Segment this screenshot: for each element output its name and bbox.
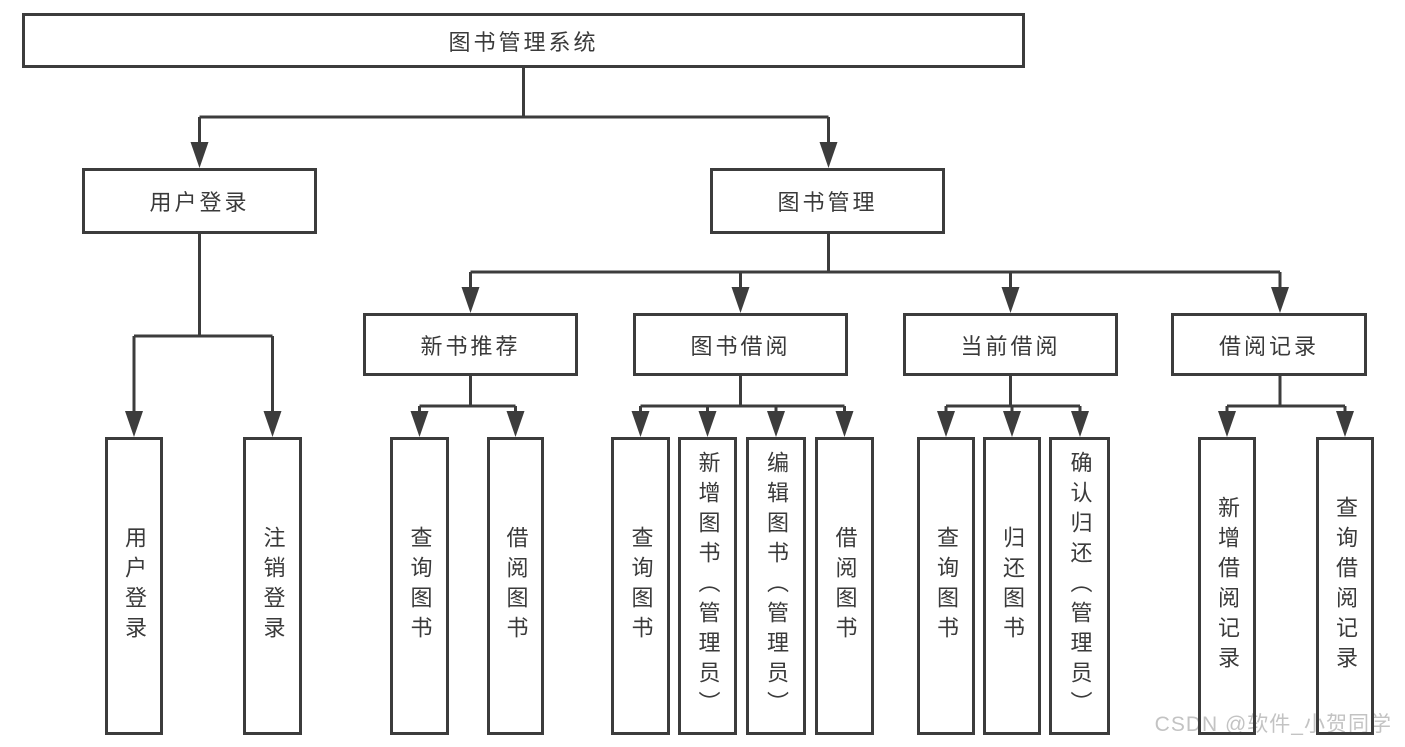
leaf-cb-query-books: 查询图书 — [917, 437, 975, 735]
node-library-system: 图书管理系统 — [22, 13, 1025, 68]
node-current-borrow: 当前借阅 — [903, 313, 1118, 376]
watermark: CSDN @软件_小贺同学 — [1154, 713, 1392, 736]
leaf-user-login: 用户登录 — [105, 437, 163, 735]
leaf-br-add-record: 新增借阅记录 — [1198, 437, 1256, 735]
leaf-nbr-query-books-label: 查询图书 — [407, 526, 433, 646]
leaf-cb-confirm-return-admin: 确认归还（管理员） — [1049, 437, 1110, 735]
connector-book-management-to-level3 — [461, 234, 1289, 313]
connector-root-to-level2 — [190, 68, 838, 168]
leaf-cb-return-books-label: 归还图书 — [1000, 526, 1025, 646]
leaf-br-add-record-label: 新增借阅记录 — [1215, 496, 1240, 676]
node-new-book-recommend: 新书推荐 — [363, 313, 578, 376]
leaf-cb-confirm-return-admin-label: 确认归还（管理员） — [1067, 451, 1093, 721]
connector-new-book-recommend-to-leaves — [410, 376, 525, 437]
node-book-borrow: 图书借阅 — [633, 313, 848, 376]
connector-book-borrow-to-leaves — [631, 376, 854, 437]
connector-borrow-records-to-leaves — [1218, 376, 1354, 437]
leaf-nbr-borrow-books-label: 借阅图书 — [503, 526, 529, 646]
leaf-logout: 注销登录 — [243, 437, 302, 735]
leaf-br-query-record-label: 查询借阅记录 — [1333, 496, 1358, 676]
leaf-bb-borrow-books: 借阅图书 — [815, 437, 874, 735]
leaf-logout-label: 注销登录 — [260, 526, 286, 646]
connector-current-borrow-to-leaves — [937, 376, 1089, 437]
leaf-br-query-record: 查询借阅记录 — [1316, 437, 1374, 735]
leaf-nbr-borrow-books: 借阅图书 — [487, 437, 544, 735]
leaf-bb-edit-books-admin: 编辑图书（管理员） — [746, 437, 806, 735]
leaf-bb-edit-books-admin-label: 编辑图书（管理员） — [764, 451, 789, 721]
leaf-cb-return-books: 归还图书 — [983, 437, 1041, 735]
leaf-bb-query-books: 查询图书 — [611, 437, 670, 735]
node-book-management: 图书管理 — [710, 168, 945, 234]
node-user-login: 用户登录 — [82, 168, 317, 234]
leaf-bb-add-books-admin-label: 新增图书（管理员） — [695, 451, 721, 721]
leaf-bb-add-books-admin: 新增图书（管理员） — [678, 437, 737, 735]
leaf-bb-borrow-books-label: 借阅图书 — [832, 526, 858, 646]
connector-user-login-to-leaves — [125, 234, 282, 437]
leaf-bb-query-books-label: 查询图书 — [628, 526, 654, 646]
leaf-cb-query-books-label: 查询图书 — [934, 526, 959, 646]
leaf-nbr-query-books: 查询图书 — [390, 437, 449, 735]
leaf-user-login-label: 用户登录 — [122, 526, 147, 646]
node-borrow-records: 借阅记录 — [1171, 313, 1367, 376]
